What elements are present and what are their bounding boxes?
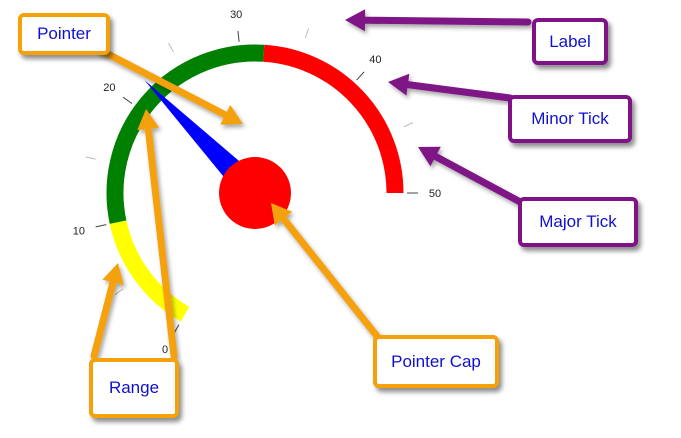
gauge-labels: 0 10 20 30 40 50 [73, 9, 441, 356]
pointer-callout: Pointer [18, 13, 110, 55]
major-tick [95, 224, 107, 228]
major-tick [356, 71, 365, 81]
minor-tick [304, 28, 309, 39]
tick-label: 20 [103, 82, 115, 94]
range-callout: Range [89, 358, 179, 418]
gauge-ticks [85, 28, 418, 335]
minor-tick [403, 122, 414, 128]
pointer-cap-callout: Pointer Cap [373, 335, 499, 388]
arrow-pointer [96, 46, 243, 125]
gauge-needle-group [144, 80, 291, 229]
minor-tick-callout: Minor Tick [508, 95, 632, 143]
tick-label: 50 [429, 188, 441, 200]
gauge-range-1 [106, 44, 265, 224]
gauge-range-0 [109, 220, 190, 322]
major-tick [237, 30, 240, 42]
tick-label: 0 [162, 344, 168, 356]
gauge-range-2 [263, 44, 404, 194]
arrow-range-2 [137, 109, 178, 360]
arrow-pointer-cap [271, 203, 384, 344]
major-tick-callout: Major Tick [518, 197, 638, 247]
callout-arrows [90, 9, 532, 360]
major-tick [122, 96, 133, 105]
tick-label: 10 [73, 225, 85, 237]
minor-tick [114, 288, 124, 296]
minor-tick [168, 42, 174, 53]
tick-label: 30 [230, 9, 242, 21]
arrow-range-1 [90, 263, 124, 360]
arrow-major-tick [418, 146, 528, 208]
label-callout: Label [532, 18, 608, 65]
gauge-ranges [106, 44, 404, 322]
tick-label: 40 [369, 54, 381, 66]
minor-tick [85, 156, 96, 160]
arrow-label [345, 9, 532, 32]
arrow-minor-tick [388, 73, 514, 102]
